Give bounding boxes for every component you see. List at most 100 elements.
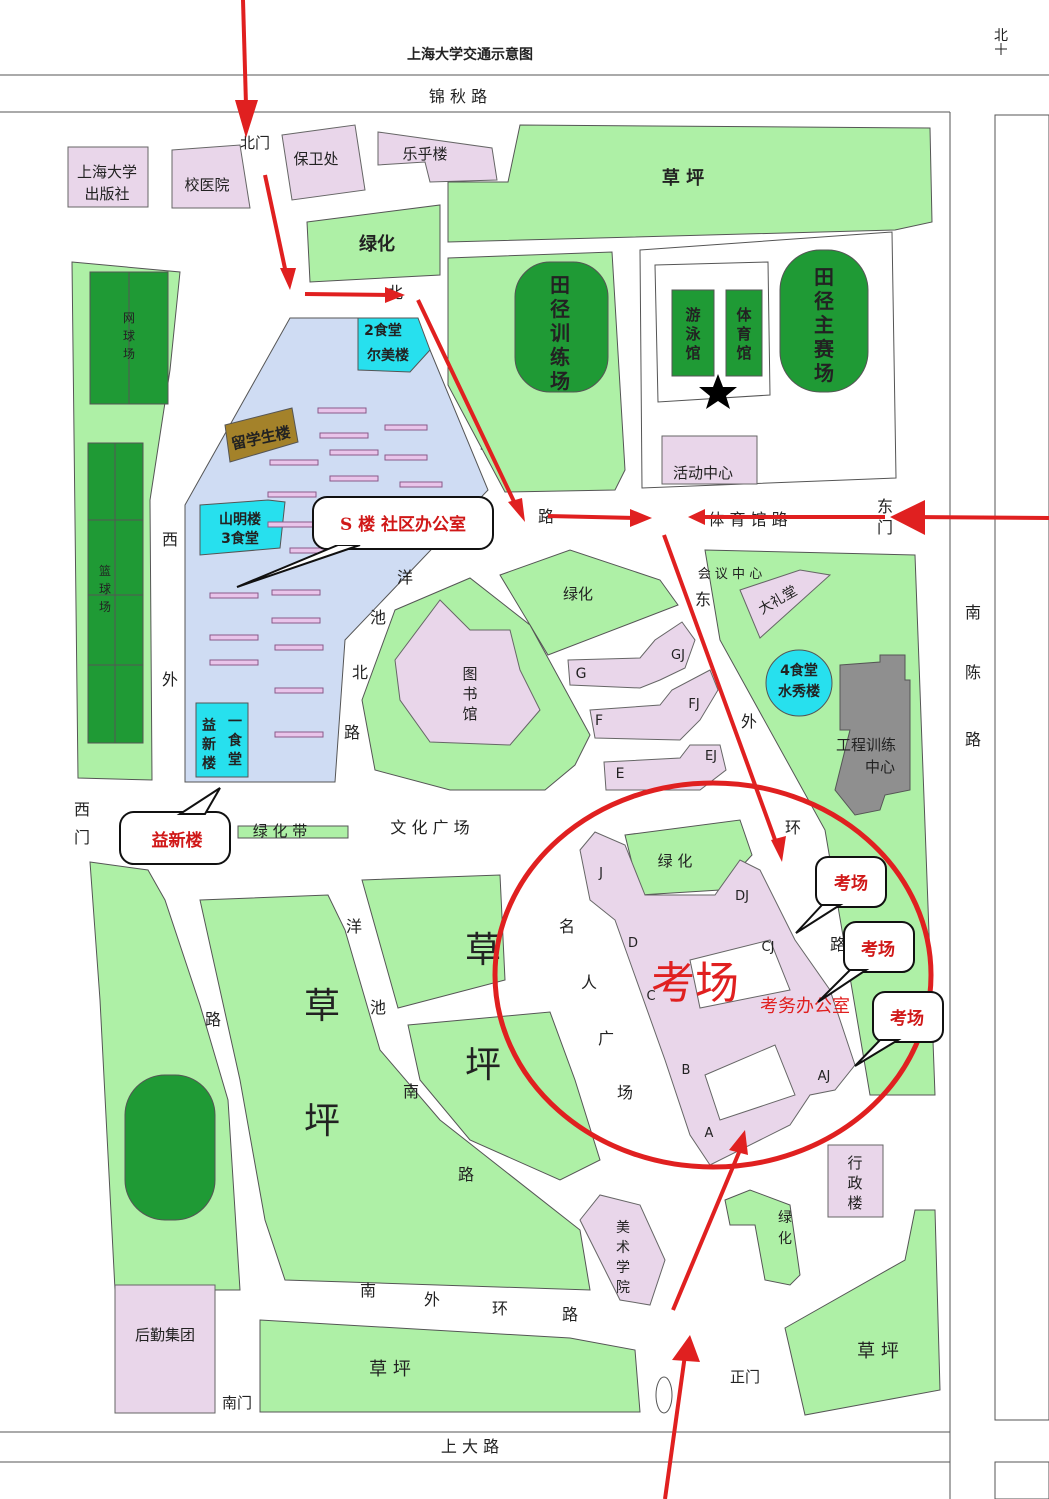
road-east-outer-2: 外 [741, 712, 757, 731]
road-nanchen-3: 路 [965, 730, 981, 749]
road-west-char: 路 [205, 1010, 221, 1029]
wing-f-label: F [595, 713, 603, 729]
road-yangchi-north-1: 洋 [397, 568, 413, 587]
gym-label-3: 馆 [736, 344, 751, 362]
wing-g-label: G [576, 666, 587, 682]
activity-label: 活动中心 [673, 464, 733, 482]
tennis-label-2: 球 [123, 329, 135, 343]
road-south-outer-3: 环 [492, 1299, 508, 1318]
engineering-label-1: 工程训练 [836, 736, 896, 754]
green-central-label: 绿化 [563, 585, 593, 603]
green-north-label: 绿化 [359, 233, 395, 255]
gate-north: 北门 [240, 134, 270, 152]
famous-plaza-1: 名 [559, 917, 575, 936]
route-arrowheads [235, 100, 925, 1362]
building-activity [661, 435, 758, 485]
canteen4-label-2: 水秀楼 [778, 683, 820, 700]
track-training-label-3: 训 [550, 321, 570, 345]
huiyi-label: 会 议 中 心 [698, 567, 762, 582]
swimming-label-2: 泳 [684, 325, 701, 343]
library-label-3: 馆 [462, 705, 477, 723]
academic-wings-north [567, 621, 727, 791]
admin-label-3: 楼 [847, 1194, 862, 1212]
callout-yixin-label: 益新楼 [152, 830, 203, 851]
gate-south: 南门 [222, 1394, 252, 1412]
shanming-label-2: 3食堂 [221, 530, 259, 547]
sports-field-southwest [124, 1074, 216, 1221]
yixin-label-1: 益 [202, 717, 216, 734]
map-title: 上海大学交通示意图 [407, 46, 533, 63]
road-yangchi-north-2: 池 [370, 608, 386, 627]
green-north [306, 204, 441, 283]
lehu-label: 乐乎楼 [402, 145, 447, 163]
track-training-label-4: 练 [550, 345, 570, 369]
swimming-label-1: 游 [685, 306, 700, 324]
lawn-center-label-2: 坪 [465, 1045, 501, 1086]
callout-pointer [817, 969, 870, 1003]
publisher-label-2: 出版社 [84, 185, 129, 203]
wing-gj-label: GJ [671, 648, 685, 663]
building-engineering [834, 654, 911, 816]
clinic-label: 校医院 [184, 176, 229, 194]
road-south-outer-1: 南 [360, 1281, 376, 1300]
culture-plaza-label: 文 化 广 场 [390, 818, 469, 837]
callout-pointer [176, 787, 221, 815]
green-central [499, 549, 679, 656]
road-east-outer-1: 东 [695, 590, 711, 609]
road-east-outer-4: 路 [830, 935, 846, 954]
road-jinqiu: 锦 秋 路 [429, 87, 487, 106]
canteen1-label-3: 堂 [228, 751, 242, 768]
canteen2-label-1: 2食堂 [364, 322, 402, 339]
wing-j-label: J [598, 866, 603, 881]
lawn-north [447, 124, 933, 243]
green-southeast [724, 1189, 801, 1286]
gate-west-1: 西 [74, 800, 90, 819]
gym-label-1: 体 [736, 306, 752, 324]
road-west-outer-2: 外 [162, 670, 178, 689]
fountain-icon [655, 1376, 673, 1414]
wing-dj-label: DJ [735, 889, 749, 904]
art-label-3: 学 [616, 1260, 630, 1276]
exam-area-circle [492, 780, 934, 1170]
admin-label-2: 政 [847, 1174, 862, 1192]
basketball-label-2: 球 [99, 582, 111, 596]
logistics-label: 后勤集团 [135, 1326, 195, 1344]
basketball-label-3: 场 [99, 600, 111, 614]
art-label-2: 术 [616, 1240, 630, 1256]
callout-fill [875, 994, 941, 1039]
publisher-label-1: 上海大学 [77, 163, 137, 181]
callout-fill [122, 816, 228, 862]
library-label-2: 书 [462, 685, 477, 703]
yixin-label-2: 新 [202, 736, 216, 753]
wing-aj-label: AJ [818, 1069, 831, 1084]
road-nanchen-1: 南 [965, 603, 981, 622]
callout-fill [818, 859, 884, 904]
road-tiyuguan: 体 育 馆 路 [708, 510, 787, 529]
track-main-label-3: 主 [814, 313, 834, 337]
famous-plaza-3: 广 [598, 1029, 614, 1048]
building-yixin [195, 702, 249, 778]
road-south-outer-2: 外 [424, 1290, 440, 1309]
gate-east-1: 东 [877, 497, 893, 516]
road-block-east [994, 114, 1049, 1421]
wing-e-label: E [616, 766, 625, 782]
building-security [281, 124, 366, 201]
track-main-label-4: 赛 [813, 337, 835, 361]
callout-s-building-label: S 楼 社区办公室 [340, 514, 466, 535]
callout-fill [846, 924, 912, 969]
lawn-southeast-label: 草 坪 [857, 1341, 899, 1362]
building-lehu [377, 131, 498, 183]
admin-label-1: 行 [847, 1154, 862, 1172]
road-shangda: 上 大 路 [441, 1437, 499, 1456]
track-main-label-1: 田 [814, 265, 834, 289]
track-training-label-5: 场 [550, 369, 570, 393]
wing-d-label: D [628, 936, 638, 951]
gate-west-2: 门 [74, 828, 90, 847]
canteen4-label-1: 4食堂 [780, 662, 818, 679]
track-training [514, 261, 609, 393]
wing-c-label: C [646, 989, 655, 1004]
building-intl-students [224, 407, 299, 463]
road-yangchi-south-1: 洋 [346, 917, 362, 936]
star-icon [699, 374, 737, 409]
